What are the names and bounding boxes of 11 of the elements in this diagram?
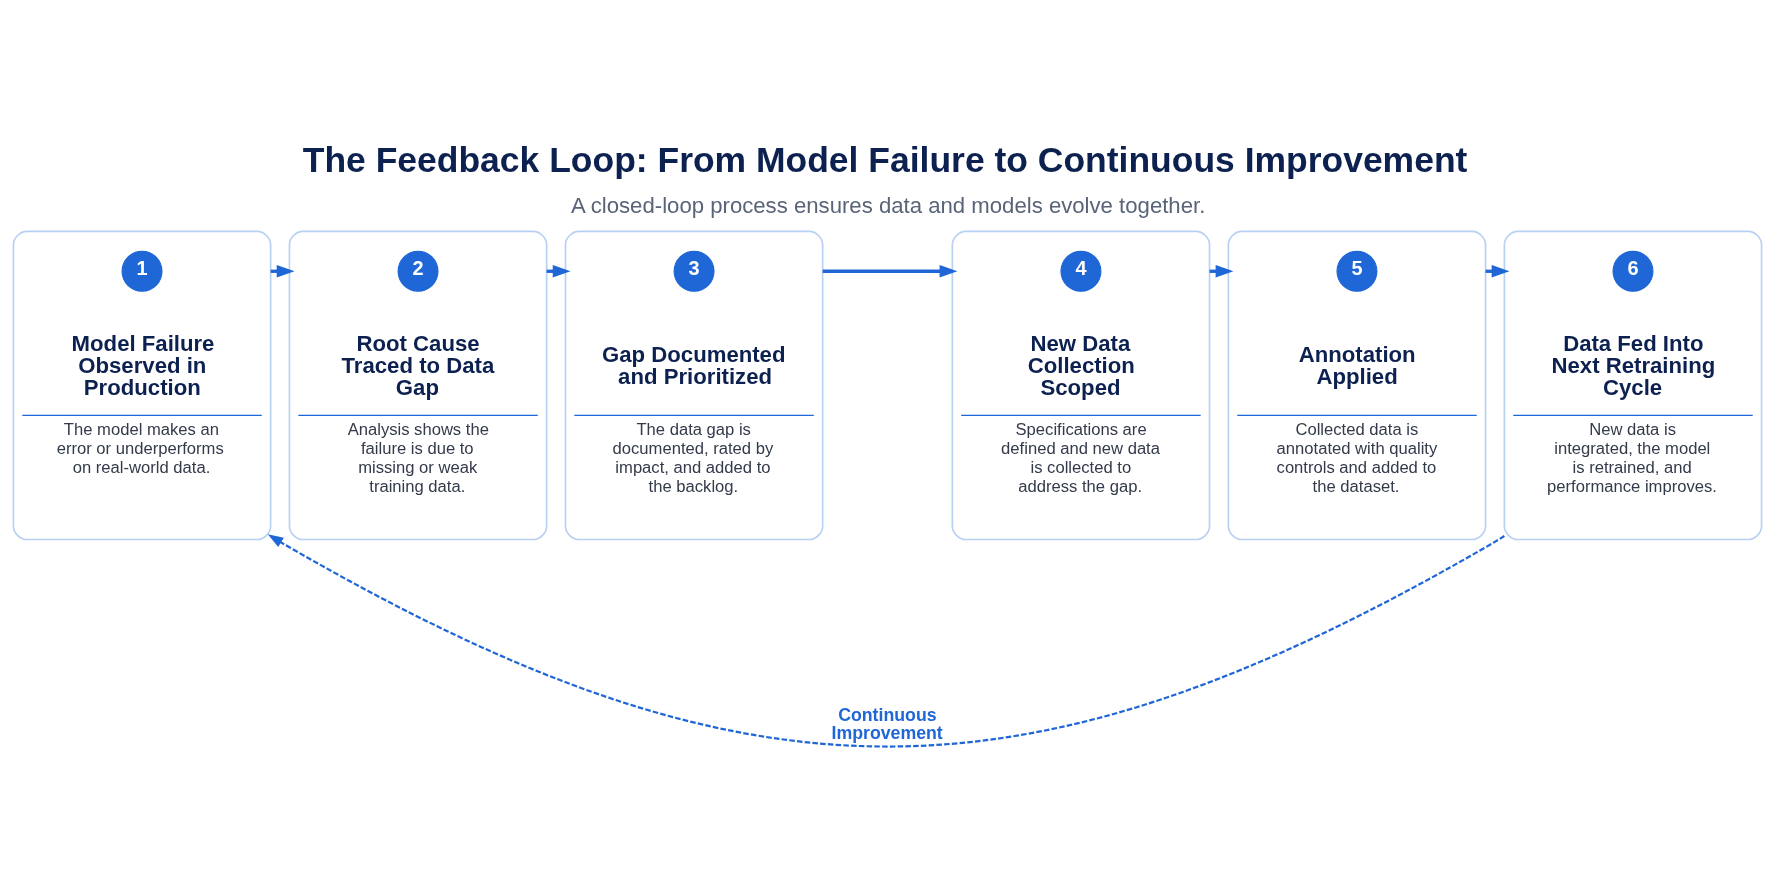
node-circle: 6 — [1611, 250, 1653, 292]
caption: A closed-loop process ensures data and models evolve together. — [570, 192, 1205, 218]
arrow — [822, 265, 957, 278]
node-circle: 5 — [1335, 250, 1377, 292]
node-circle: 3 — [673, 250, 715, 292]
edge-label: Continuous Improvement — [831, 705, 943, 743]
node-circle: 2 — [397, 250, 439, 292]
diagram-title: The Feedback Loop: From Model Failure to Continuous Improvement — [302, 140, 1467, 181]
arrow — [267, 534, 1505, 748]
node-circle: 1 — [121, 250, 163, 292]
node-circle: 4 — [1059, 250, 1101, 292]
